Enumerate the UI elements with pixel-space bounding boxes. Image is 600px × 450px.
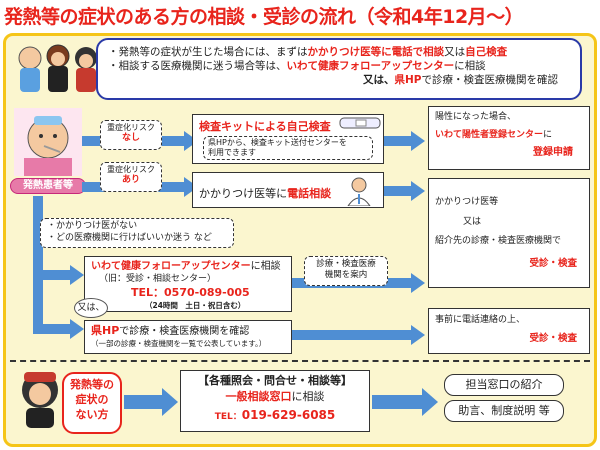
hp-check-note: （一部の診療・検査機関を一覧で公表しています。）: [91, 338, 267, 348]
followup-hours: （24時間 土日・祝日含む）: [145, 301, 246, 311]
flow-bar-general: [124, 395, 164, 409]
intro-line3-c: で診療・検査医療機関を確認: [421, 74, 558, 87]
arrow-to-general: [162, 388, 178, 416]
positive-box: 陽性になった場合、 いわて陽性者登録センターに 登録申請: [428, 106, 590, 170]
risk-low-box: 重症化リスク なし: [100, 120, 162, 150]
call-ahead-line1: 事前に電話連絡の上、: [435, 315, 526, 325]
hp-check-text: で診療・検査医療機関を確認: [119, 326, 250, 337]
followup-box: いわて健康フォローアップセンターに相談 （旧：受診・相談センター） TEL：05…: [84, 256, 292, 312]
intro-line1-b: かかりつけ医等に電話で相談: [307, 46, 445, 58]
sick-patient-icon: [14, 108, 82, 176]
risk-low-line2: なし: [121, 133, 140, 144]
hp-check-name: 県HP: [91, 324, 120, 337]
general-tel-label: TEL：: [214, 411, 242, 422]
no-symptom-line2: 症状の: [75, 392, 109, 406]
clinic-result-box: かかりつけ医等 又は 紹介先の診療・検査医療機関で 受診・検査: [428, 178, 590, 288]
risk-high-line1: 重症化リスク: [107, 165, 155, 174]
selftest-note-box: 県HPから、検査キット送付センターを 利用できます: [203, 136, 373, 160]
risk-high-box: 重症化リスク あり: [100, 162, 162, 192]
no-symptom-line1: 発熱等の: [70, 378, 114, 391]
selftest-box: 検査キットによる自己検査 県HPから、検査キット送付センターを 利用できます: [192, 114, 384, 164]
referral-box: 担当窓口の紹介: [444, 374, 564, 396]
intro-box: ・発熱等の症状が生じた場合には、まずはかかりつけ医等に電話で相談又は自己検査 ・…: [96, 38, 582, 100]
section-divider: [10, 360, 590, 362]
flow-bar-hp-out: [292, 330, 412, 340]
general-tel-number: 019-629-6085: [241, 407, 336, 422]
mascot-icon: [22, 372, 58, 428]
flow-bar-referral: [372, 395, 424, 409]
arrow-to-followup: [70, 265, 84, 285]
positive-line2-b: に: [543, 129, 553, 140]
doctor-icon: [347, 177, 371, 206]
guide-box: 診療・検査医療 機関を案内: [304, 256, 388, 286]
general-suffix: に相談: [291, 389, 325, 403]
no-doctor-line1: ・かかりつけ医がない: [47, 221, 138, 231]
call-ahead-box: 事前に電話連絡の上、 受診・検査: [428, 308, 590, 354]
followup-suffix: に相談: [250, 261, 281, 272]
arrow-to-clinic: [411, 181, 425, 201]
clinic-line1: かかりつけ医等: [435, 197, 499, 207]
arrow-to-hp: [70, 319, 84, 339]
flow-trunk: [33, 196, 43, 334]
call-ahead-line2: 受診・検査: [529, 332, 577, 344]
phone-consult-b: 電話相談: [287, 187, 332, 200]
clinic-line4: 受診・検査: [529, 258, 577, 270]
positive-line3: 登録申請: [533, 147, 573, 159]
risk-high-line2: あり: [121, 175, 140, 186]
followup-name: いわて健康フォローアップセンター: [91, 261, 251, 272]
no-symptom-line3: ない方: [75, 407, 109, 421]
clinic-line3: 紹介先の診療・検査医療機関で: [435, 236, 562, 247]
selftest-note2: 利用できます: [208, 148, 256, 158]
no-doctor-box: ・かかりつけ医がない ・どの医療機関に行けばいいか迷う など: [40, 218, 234, 248]
flow-bar-followup: [33, 270, 73, 280]
positive-line1: 陽性になった場合、: [435, 112, 517, 122]
intro-line1-a: ・発熱等の症状が生じた場合には、まずは: [108, 46, 308, 58]
advice-box: 助言、制度説明 等: [444, 400, 564, 422]
or-bubble: 又は、: [74, 298, 108, 318]
clinic-line2: 又は: [463, 216, 482, 227]
selftest-title: 検査キットによる自己検査: [199, 120, 331, 133]
followup-old: （旧：受診・相談センター）: [99, 273, 217, 284]
no-doctor-line2: ・どの医療機関に行けばいいか迷う など: [47, 232, 212, 243]
hp-check-box: 県HPで診療・検査医療機関を確認 （一部の診療・検査機関を一覧で公表しています。…: [84, 320, 292, 354]
arrow-guide-to-clinic: [411, 273, 425, 293]
intro-line3-b: 県HP: [394, 74, 422, 87]
no-symptom-box: 発熱等の 症状の ない方: [62, 372, 122, 434]
test-kit-icon: [339, 117, 381, 129]
arrow-to-positive: [411, 131, 425, 151]
guide-line2: 機関を案内: [324, 270, 368, 281]
general-desk-box: 【各種照会・問合せ・相談等】 一般相談窓口に相談 TEL：019-629-608…: [180, 370, 370, 432]
intro-line1-d: 自己検査: [465, 46, 508, 58]
arrow-to-call-ahead: [411, 325, 425, 345]
flow-bar-guide-end: [394, 278, 414, 288]
positive-line2-a: いわて陽性者登録センター: [435, 129, 544, 140]
risk-low-line1: 重症化リスク: [107, 123, 155, 132]
followup-tel: TEL：0570-089-005: [131, 286, 250, 300]
mascot-group-icon: [18, 44, 97, 92]
intro-line2-c: に相談: [454, 60, 486, 73]
general-name: 一般相談窓口: [225, 389, 292, 403]
intro-line2-b: いわて健康フォローアップセンター: [286, 60, 455, 73]
intro-line2-a: ・相談する医療機関に迷う場合等は、: [108, 60, 287, 73]
phone-consult-a: かかりつけ医等に: [199, 187, 288, 200]
flow-bar-hp: [33, 324, 73, 334]
general-heading: 【各種照会・問合せ・相談等】: [198, 374, 352, 387]
guide-line1: 診療・検査医療: [316, 259, 376, 269]
arrow-to-referral: [422, 388, 438, 416]
page-title: 発熱等の症状のある方の相談・受診の流れ（令和4年12月～）: [4, 6, 524, 28]
flow-bar-phone-out: [384, 186, 412, 196]
patient-label: 発熱患者等: [10, 178, 86, 194]
flow-bar-selftest-out: [384, 136, 412, 146]
intro-line3-a: 又は、: [363, 74, 395, 87]
selftest-note1: 県HPから、検査キット送付センターを: [208, 138, 347, 147]
intro-line1-c: 又は: [444, 46, 466, 58]
